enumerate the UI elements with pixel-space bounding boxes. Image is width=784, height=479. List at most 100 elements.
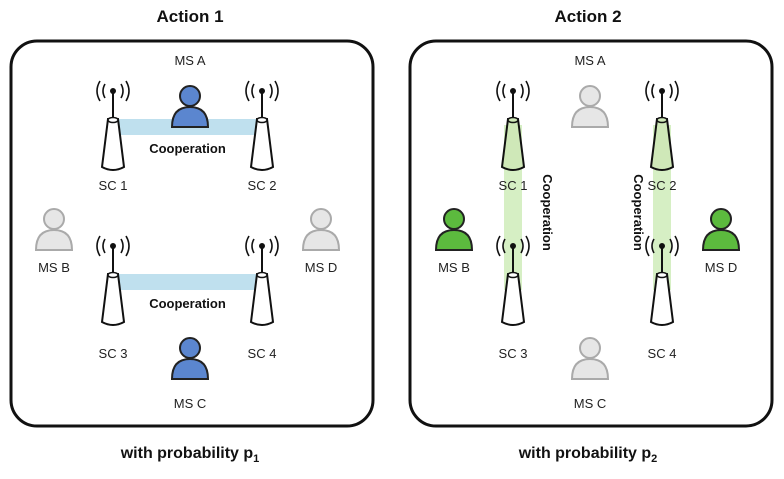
cooperation-label: Cooperation bbox=[149, 141, 226, 156]
small-cell-station: SC 2 bbox=[645, 80, 679, 193]
mobile-station-user-icon: MS D bbox=[301, 208, 341, 275]
antenna-tip bbox=[259, 88, 265, 94]
caption-text: with probability p bbox=[518, 445, 652, 462]
mobile-station-user-icon: MS A bbox=[170, 53, 210, 128]
small-cell-station: SC 4 bbox=[245, 235, 279, 361]
wireless-signal-icon bbox=[245, 80, 279, 102]
antenna-tip bbox=[510, 243, 516, 249]
user-body bbox=[570, 105, 610, 128]
small-cell-station: SC 3 bbox=[96, 235, 130, 361]
small-cell-station: SC 1 bbox=[496, 80, 530, 193]
cooperation-label: Cooperation bbox=[540, 174, 555, 251]
user-head bbox=[579, 337, 601, 359]
panel-title: Action 2 bbox=[554, 7, 621, 26]
panel-frame bbox=[9, 39, 375, 428]
cooperation-label: Cooperation bbox=[631, 174, 646, 251]
antenna-tip bbox=[259, 243, 265, 249]
station-label: SC 4 bbox=[648, 346, 677, 361]
tower-top bbox=[507, 271, 519, 279]
small-cell-station: SC 1 bbox=[96, 80, 130, 193]
user-label: MS A bbox=[574, 53, 605, 68]
tower-top bbox=[656, 116, 668, 124]
user-body bbox=[34, 228, 74, 251]
panel-action-2: Action 2 Cooperation Cooperation SC 1 SC 2… bbox=[408, 7, 774, 465]
tower-top bbox=[107, 271, 119, 279]
station-label: SC 4 bbox=[248, 346, 277, 361]
station-label: SC 3 bbox=[499, 346, 528, 361]
tower-top bbox=[656, 271, 668, 279]
cooperation-label: Cooperation bbox=[149, 296, 226, 311]
user-body bbox=[170, 357, 210, 380]
user-label: MS C bbox=[574, 396, 607, 411]
station-label: SC 1 bbox=[499, 178, 528, 193]
wireless-signal-icon bbox=[496, 235, 530, 257]
user-head bbox=[179, 85, 201, 107]
caption-subscript: 1 bbox=[253, 453, 259, 465]
small-cell-station: SC 4 bbox=[645, 235, 679, 361]
mobile-station-user-icon: MS C bbox=[170, 337, 210, 411]
antenna-tip bbox=[110, 243, 116, 249]
tower-top bbox=[256, 271, 268, 279]
wireless-signal-icon bbox=[496, 80, 530, 102]
user-layer: MS A MS B MS C MS D bbox=[434, 53, 741, 411]
caption-subscript: 2 bbox=[651, 453, 657, 465]
caption-text: with probability p bbox=[120, 445, 254, 462]
station-label: SC 2 bbox=[648, 178, 677, 193]
antenna-tip bbox=[659, 243, 665, 249]
mobile-station-user-icon: MS D bbox=[701, 208, 741, 275]
user-body bbox=[570, 357, 610, 380]
user-head bbox=[43, 208, 65, 230]
user-head bbox=[579, 85, 601, 107]
tower-body bbox=[649, 118, 675, 171]
panel-title: Action 1 bbox=[156, 7, 223, 26]
cooperation-link bbox=[113, 274, 262, 290]
small-cell-station: SC 3 bbox=[496, 235, 530, 361]
user-label: MS A bbox=[174, 53, 205, 68]
tower-top bbox=[107, 116, 119, 124]
mobile-station-user-icon: MS B bbox=[434, 208, 474, 275]
user-head bbox=[310, 208, 332, 230]
user-layer: MS A MS B MS C MS D bbox=[34, 53, 341, 411]
station-label: SC 1 bbox=[99, 178, 128, 193]
user-body bbox=[434, 228, 474, 251]
user-body bbox=[701, 228, 741, 251]
station-layer: SC 1 SC 2 SC 3 SC 4 bbox=[96, 80, 279, 361]
mobile-station-user-icon: MS B bbox=[34, 208, 74, 275]
tower-body bbox=[100, 273, 126, 326]
user-label: MS B bbox=[438, 260, 470, 275]
mobile-station-user-icon: MS A bbox=[570, 53, 610, 128]
panel-caption: with probability p2 bbox=[518, 445, 658, 465]
user-body bbox=[170, 105, 210, 128]
wireless-signal-icon bbox=[645, 80, 679, 102]
antenna-tip bbox=[110, 88, 116, 94]
tower-body bbox=[500, 118, 526, 171]
tower-body bbox=[500, 273, 526, 326]
station-label: SC 3 bbox=[99, 346, 128, 361]
tower-body bbox=[249, 273, 275, 326]
user-head bbox=[179, 337, 201, 359]
user-label: MS D bbox=[305, 260, 338, 275]
station-layer: SC 1 SC 2 SC 3 SC 4 bbox=[496, 80, 679, 361]
antenna-tip bbox=[659, 88, 665, 94]
small-cell-station: SC 2 bbox=[245, 80, 279, 193]
antenna-tip bbox=[510, 88, 516, 94]
station-label: SC 2 bbox=[248, 178, 277, 193]
wireless-signal-icon bbox=[96, 235, 130, 257]
tower-body bbox=[649, 273, 675, 326]
user-label: MS C bbox=[174, 396, 207, 411]
wireless-signal-icon bbox=[96, 80, 130, 102]
user-body bbox=[301, 228, 341, 251]
panel-caption: with probability p1 bbox=[120, 445, 260, 465]
mobile-station-user-icon: MS C bbox=[570, 337, 610, 411]
tower-top bbox=[507, 116, 519, 124]
user-head bbox=[443, 208, 465, 230]
wireless-signal-icon bbox=[245, 235, 279, 257]
user-label: MS D bbox=[705, 260, 738, 275]
user-head bbox=[710, 208, 732, 230]
wireless-signal-icon bbox=[645, 235, 679, 257]
user-label: MS B bbox=[38, 260, 70, 275]
tower-top bbox=[256, 116, 268, 124]
tower-body bbox=[100, 118, 126, 171]
